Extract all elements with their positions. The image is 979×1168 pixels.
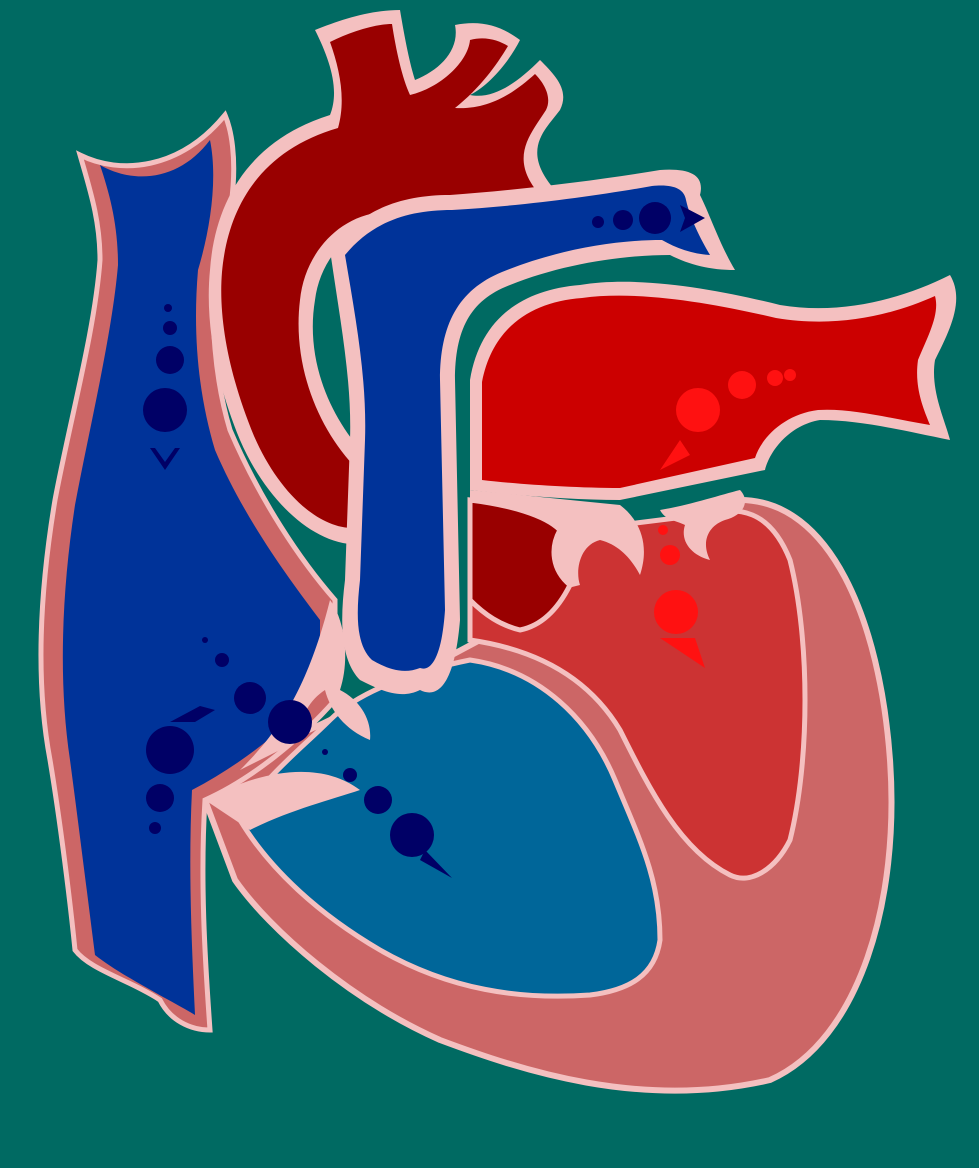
heart-illustration (0, 0, 979, 1168)
heart-diagram (0, 0, 979, 1168)
